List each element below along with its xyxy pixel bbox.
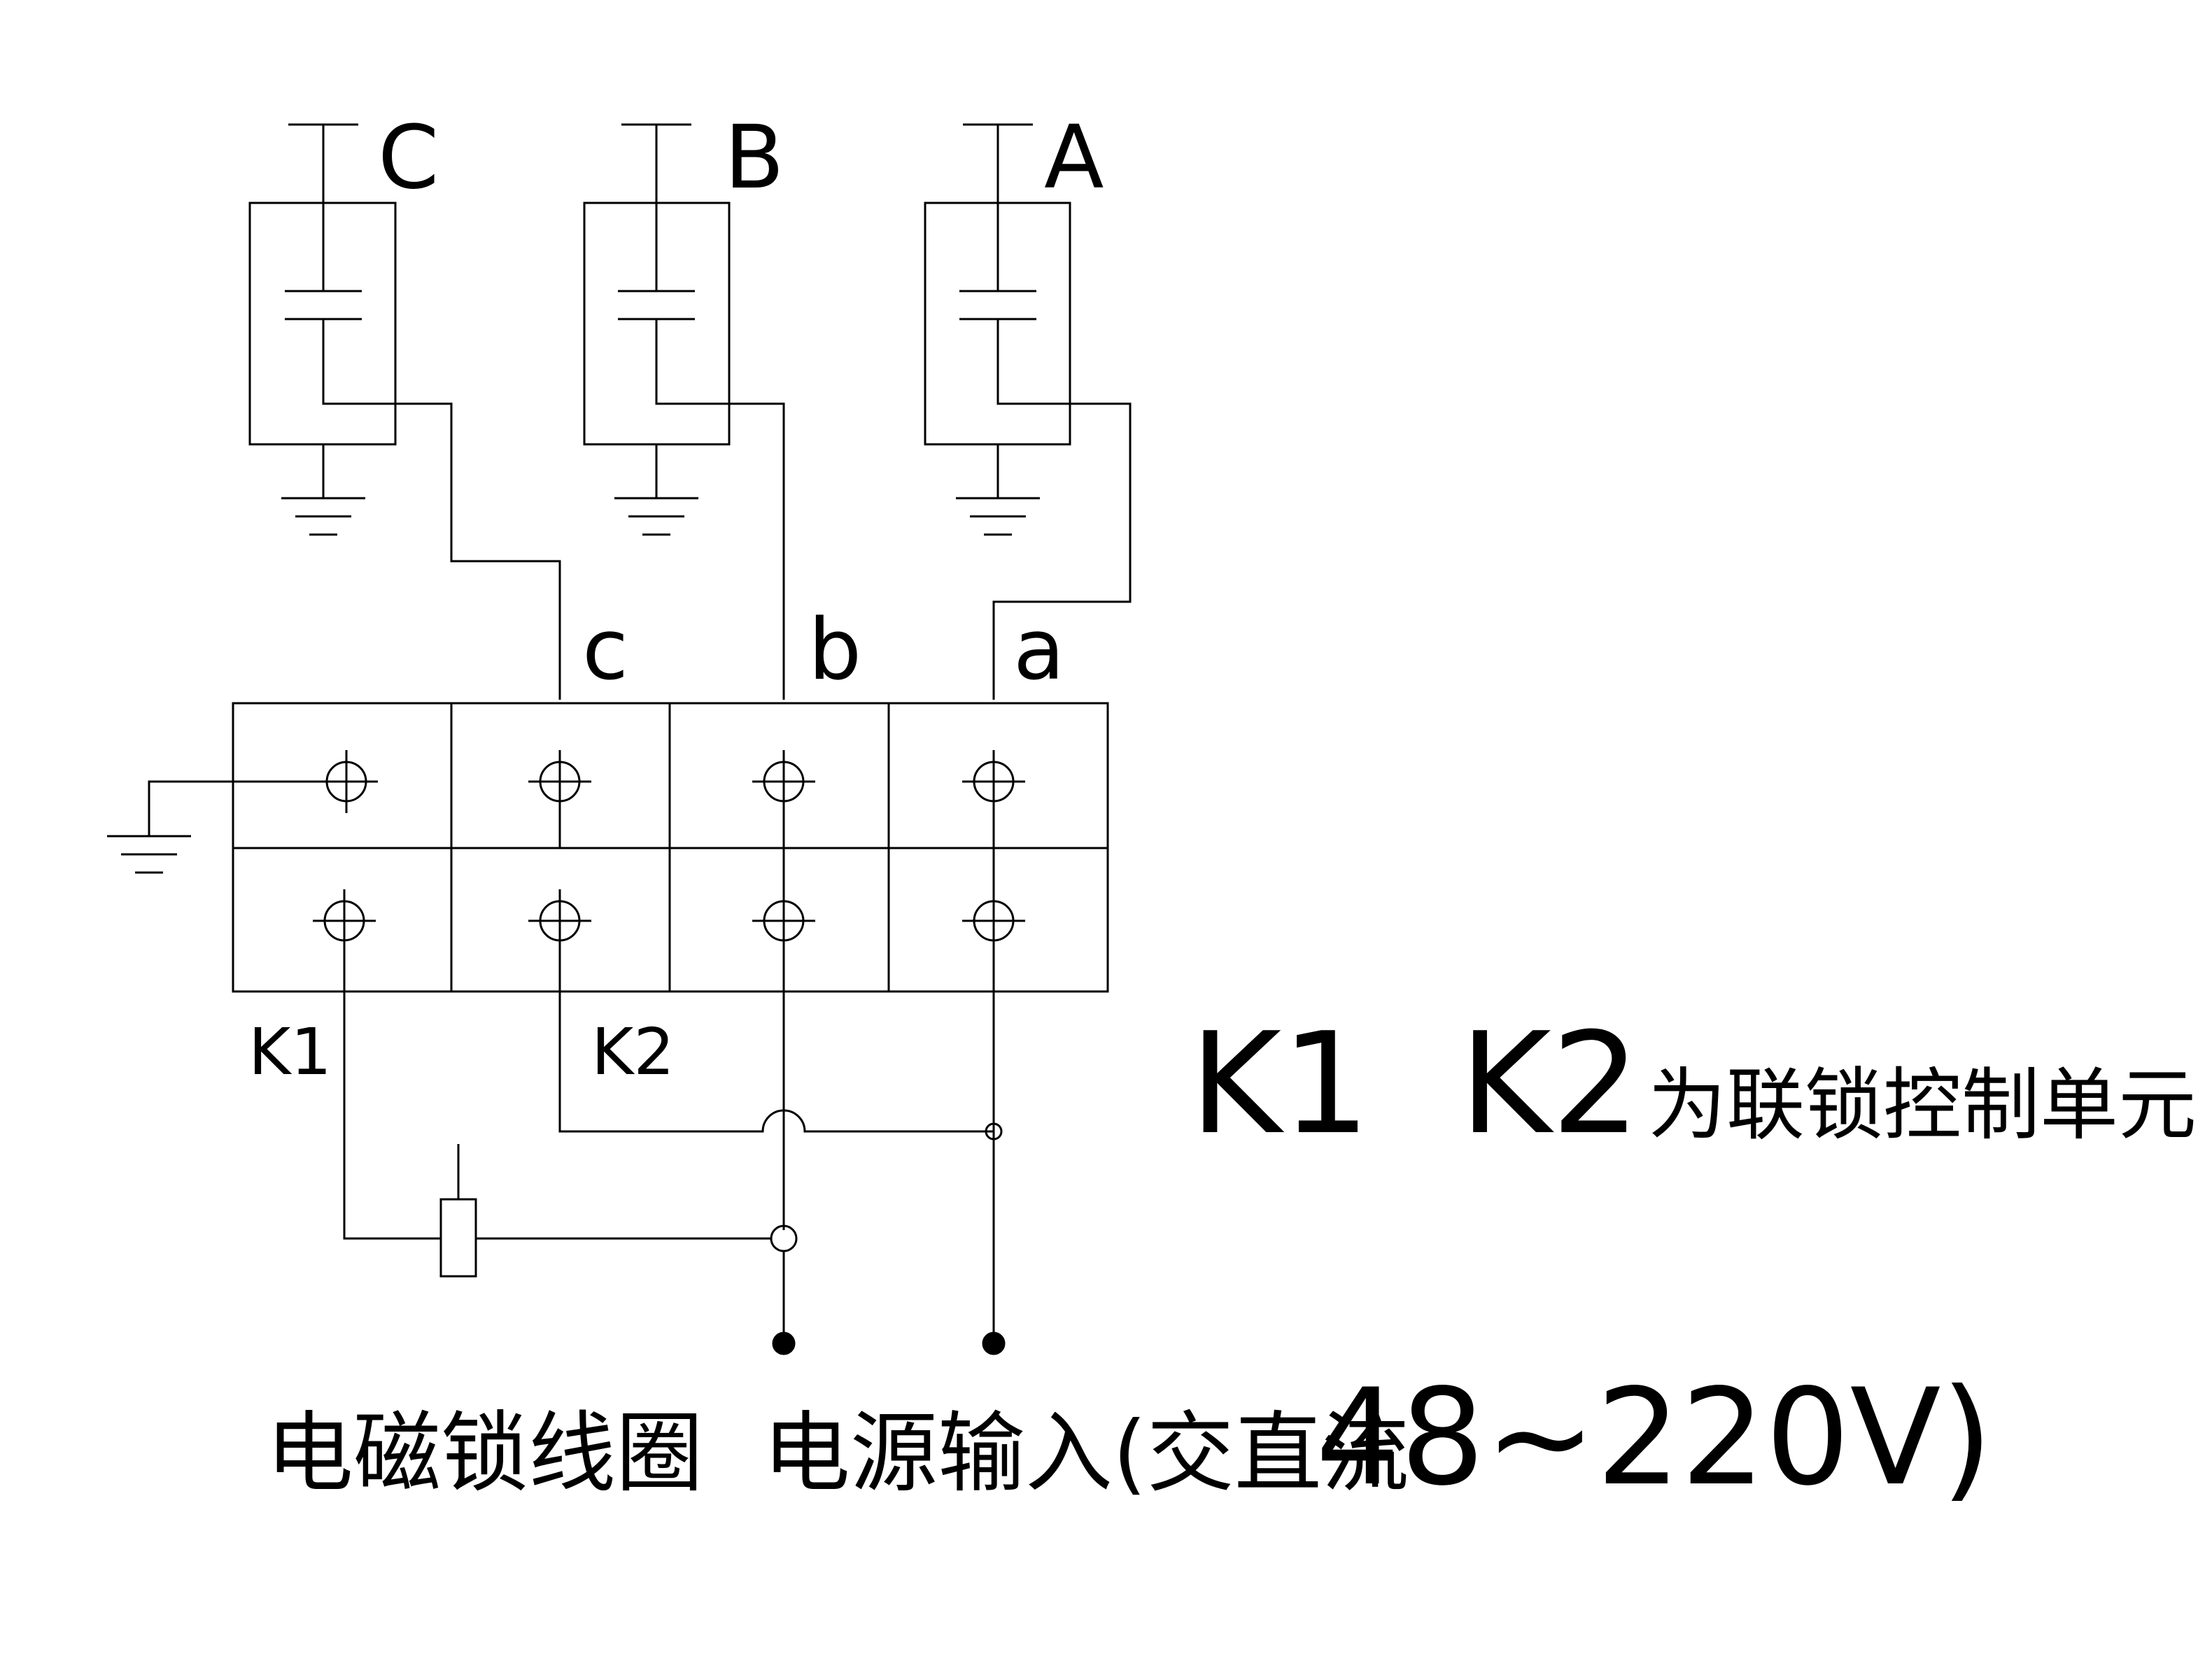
power-input-terminal xyxy=(982,1332,1006,1355)
ground-lead xyxy=(107,780,346,874)
unit-label-k2: K2 xyxy=(591,1015,675,1089)
coil-caption: 电磁锁线圈 xyxy=(266,1403,703,1504)
coil-icon xyxy=(439,1144,477,1278)
k2-wire xyxy=(558,921,994,1133)
ground-icon xyxy=(281,497,365,536)
indicator-a xyxy=(924,123,1132,700)
phase-label-b: B xyxy=(724,107,784,209)
ground-icon xyxy=(956,497,1040,536)
phase-label-c: C xyxy=(378,107,439,209)
indicator-c xyxy=(248,123,561,700)
phase-label-a: A xyxy=(1044,107,1104,209)
power-caption: 电源输入(交直流 xyxy=(763,1403,1409,1504)
terminal-label-a: a xyxy=(1013,602,1065,699)
terminal-block xyxy=(232,702,1109,993)
k1-wire xyxy=(343,921,441,1240)
terminal-label-c: c xyxy=(582,602,628,699)
ground-icon xyxy=(614,497,698,536)
terminal-label-b: b xyxy=(808,602,861,699)
note-units: K1 K2 xyxy=(1190,1003,1640,1166)
power-input-terminal xyxy=(772,1332,796,1355)
note-text: 为联锁控制单元 xyxy=(1648,1060,2197,1151)
indicator-b xyxy=(583,123,785,700)
power-voltage: 48~220V) xyxy=(1316,1360,1993,1515)
unit-label-k1: K1 xyxy=(248,1015,332,1089)
